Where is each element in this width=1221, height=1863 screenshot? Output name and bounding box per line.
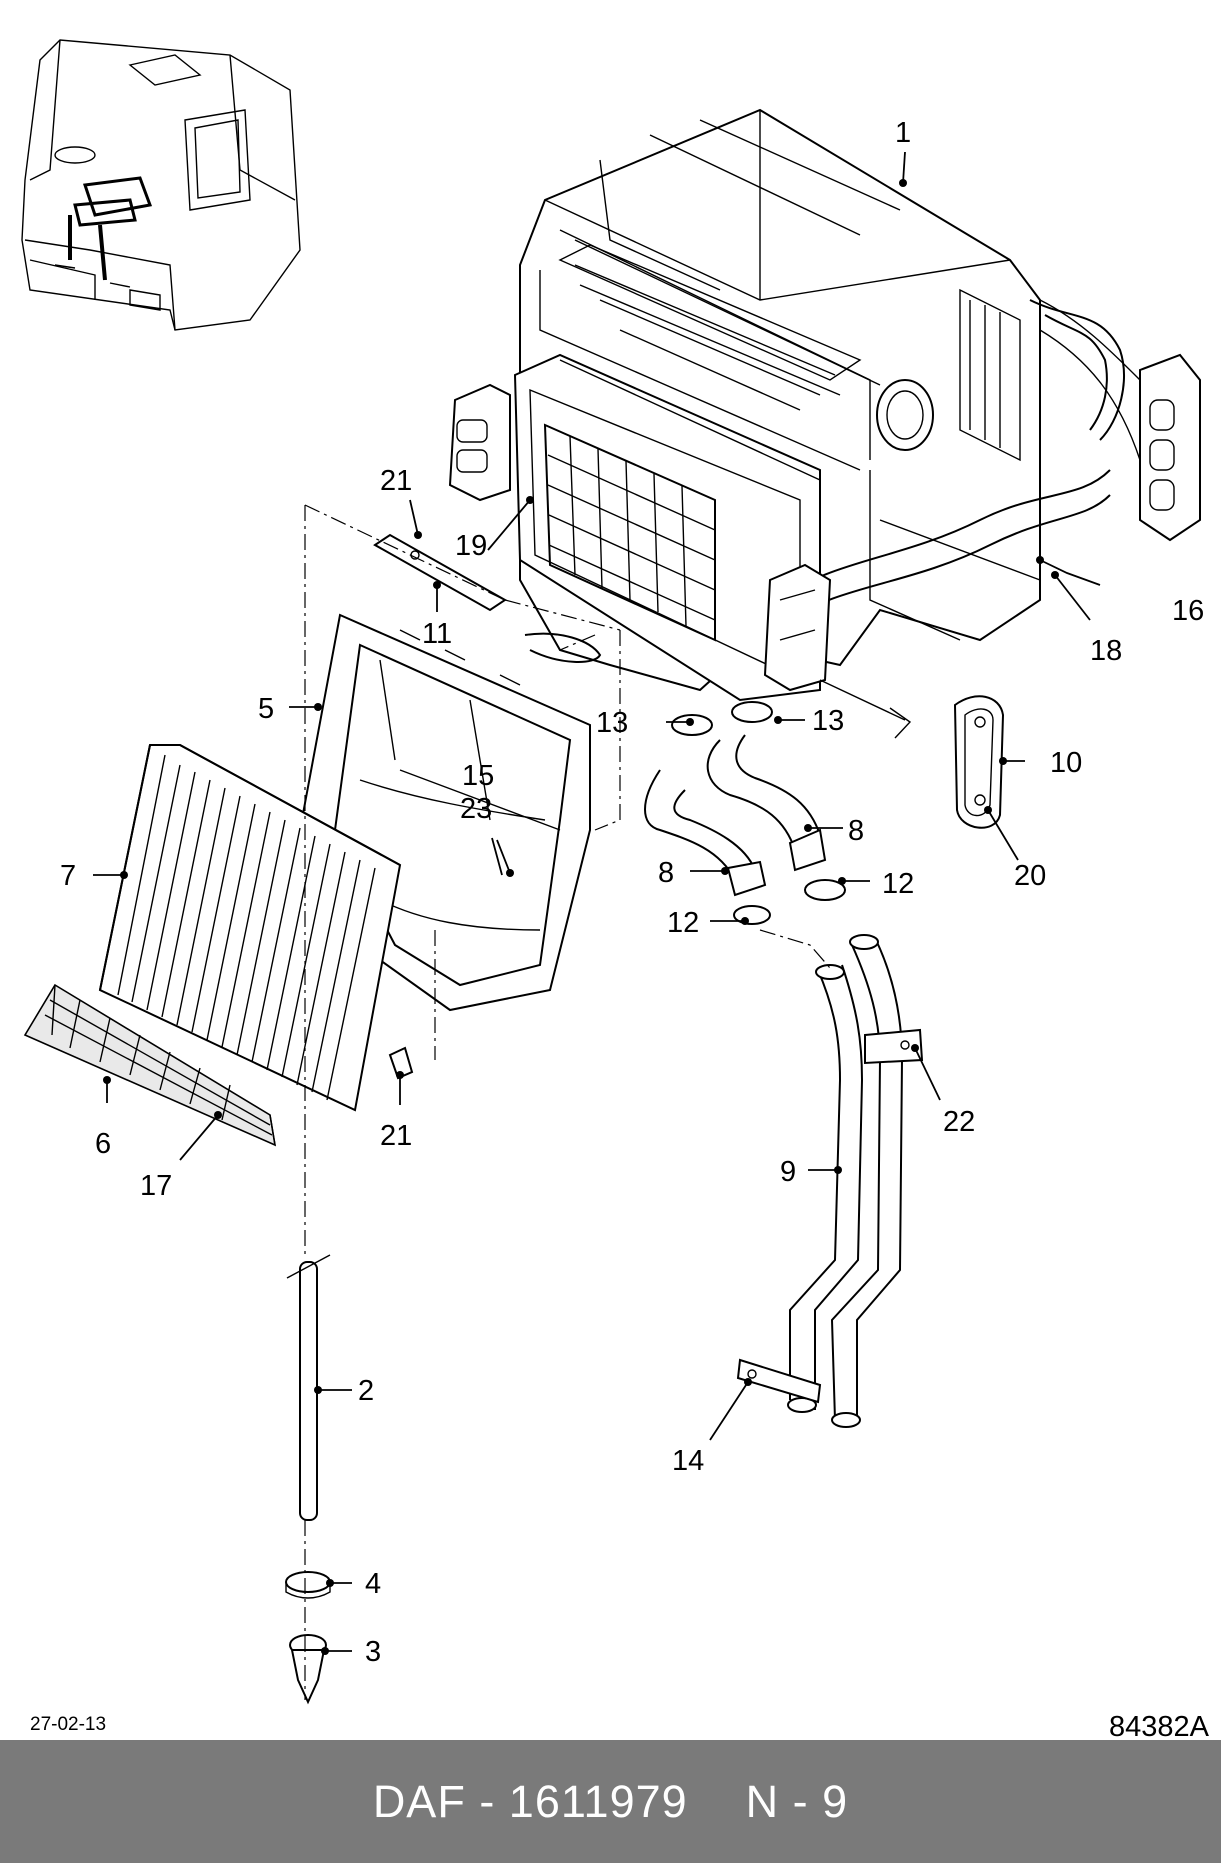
callout-8-left: 8 [658,857,674,889]
callout-13-right: 13 [812,705,844,737]
mesh-screen-item-6 [23,983,277,1147]
exploded-parts-diagram: 1 21 19 11 5 15 23 7 13 13 10 20 8 8 12 … [21,39,1210,1740]
hose-item-8 [644,734,827,897]
callout-9: 9 [780,1156,796,1188]
section-label: N - 9 [745,1775,849,1827]
drain-valve-item-3 [289,1634,327,1705]
callout-19: 19 [455,530,487,562]
callout-10: 10 [1050,747,1082,779]
callout-23: 23 [460,793,492,825]
callout-labels: 1 21 19 11 5 15 23 7 13 13 10 20 8 8 12 … [60,117,1204,1668]
callout-2: 2 [358,1375,374,1407]
assembly-guide-lines [304,504,831,1700]
leader-lines [93,151,1101,1655]
callout-4: 4 [365,1568,381,1600]
pipe-bracket-14 [736,1358,822,1404]
callout-21-top: 21 [380,465,412,497]
pipe-bracket-22 [864,1028,924,1065]
control-panel-unit [1039,299,1201,542]
callout-12-right: 12 [882,868,914,900]
heater-core-pipes [779,299,1125,621]
callout-1: 1 [895,117,911,149]
drain-hose [524,632,602,663]
coolant-pipe-item-9 [736,934,924,1428]
clamp-item-4 [285,1571,331,1599]
callout-22: 22 [943,1106,975,1138]
callout-14: 14 [672,1445,704,1477]
callout-17: 17 [140,1170,172,1202]
callout-20: 20 [1014,860,1046,892]
callout-3: 3 [365,1636,381,1668]
callout-15: 15 [462,760,494,792]
callout-6: 6 [95,1128,111,1160]
callout-21-bottom: 21 [380,1120,412,1152]
callout-12-left: 12 [667,907,699,939]
cab-locator-thumbnail [21,39,301,331]
vent-slats [558,244,862,411]
drain-tube-item-2 [286,1254,331,1521]
callout-13-left: 13 [596,707,628,739]
core-flange [763,563,832,692]
callout-8-right: 8 [848,815,864,847]
drawing-date: 27-02-13 [30,1714,106,1735]
callout-5: 5 [258,693,274,725]
electrical-connector [448,383,511,502]
callout-11: 11 [422,618,452,650]
part-number-footer: DAF - 1611979 N - 9 [0,1740,1221,1863]
part-label: DAF - 1611979 [372,1775,688,1827]
gasket-arrow [819,679,912,739]
callout-7: 7 [60,860,76,892]
gasket-item-10 [953,695,1005,829]
callout-16: 16 [1172,595,1204,627]
filter-element-item-7 [98,744,402,1112]
drawing-code: 84382A [1109,1711,1210,1740]
callout-18: 18 [1090,635,1122,667]
air-inlet-grille [513,353,821,702]
clip-item-21 [388,1046,414,1080]
